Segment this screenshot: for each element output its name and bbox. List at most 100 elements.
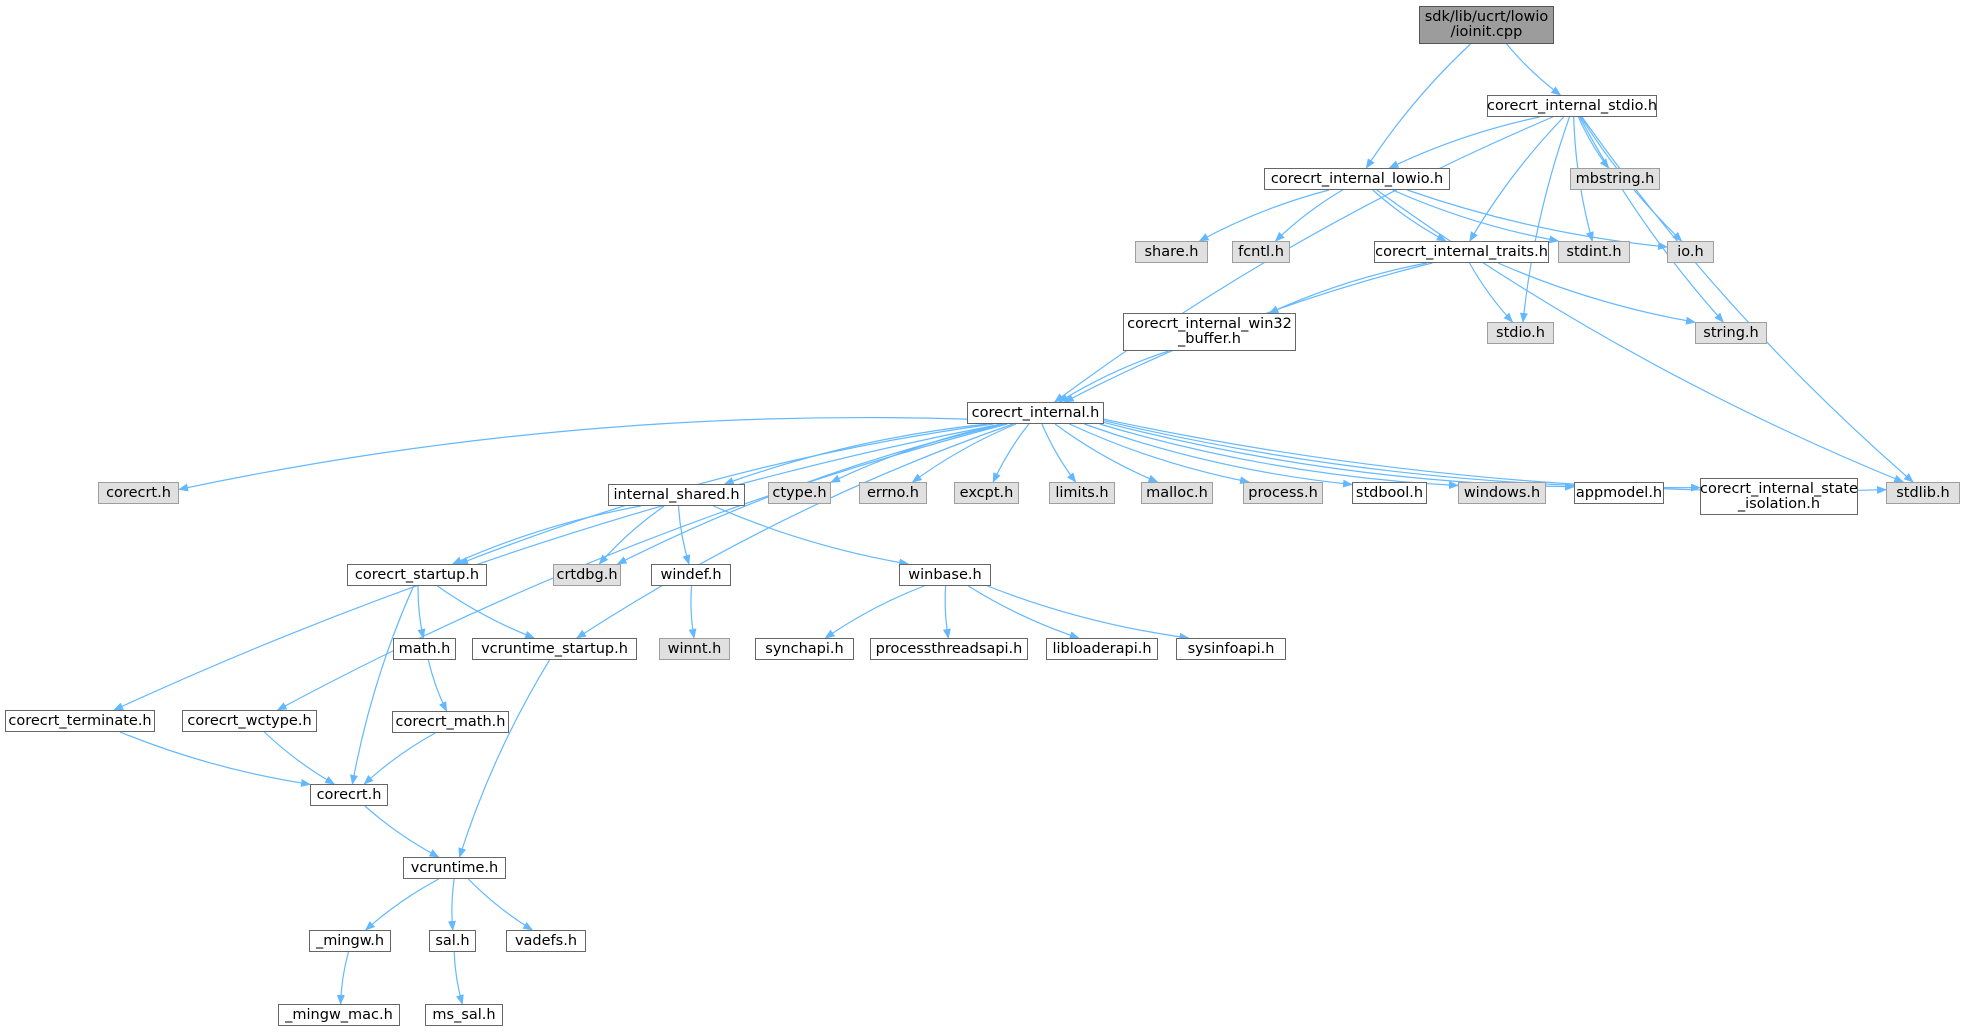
edge-lowio-to-fcntl [1274,189,1343,242]
edge-shared-to-crtdbg [598,505,665,565]
node-internal[interactable]: corecrt_internal.h [967,402,1104,424]
edge-internal-to-errno [911,423,1017,483]
edge-lowio-to-traits [1372,189,1447,242]
node-ms_sal[interactable]: ms_sal.h [425,1004,503,1026]
edge-lowio-to-stdlib [1376,189,1905,483]
node-stdlib[interactable]: stdlib.h [1886,482,1960,504]
node-share[interactable]: share.h [1135,241,1208,263]
node-win32buf[interactable]: corecrt_internal_win32 _buffer.h [1123,313,1296,351]
node-crtdbg[interactable]: crtdbg.h [553,564,621,586]
node-mbstring[interactable]: mbstring.h [1570,168,1660,190]
node-fcntl[interactable]: fcntl.h [1232,241,1290,263]
node-synchapi[interactable]: synchapi.h [755,638,854,660]
edge-stdio_int-to-stdio [1519,116,1571,323]
edge-vcr_startup-to-vcruntime [458,659,551,858]
node-stdbool[interactable]: stdbool.h [1352,482,1427,504]
edge-wctype-to-corecrt [263,731,336,785]
edge-startup-to-corecrt [350,585,415,785]
node-wctype[interactable]: corecrt_wctype.h [182,710,317,732]
edge-stdio_int-to-lowio [1388,116,1540,169]
edge-startup-to-math [417,585,426,639]
edge-ioinit-to-stdio_int [1506,43,1562,96]
node-terminate[interactable]: corecrt_terminate.h [5,710,155,732]
node-ioinit: sdk/lib/ucrt/lowio /ioinit.cpp [1419,6,1554,44]
edge-stdio_int-to-internal [1053,116,1554,403]
edge-traits-to-string [1497,262,1696,325]
edge-shared-to-winbase [713,505,910,567]
node-malloc[interactable]: malloc.h [1141,482,1213,504]
node-cmath[interactable]: corecrt_math.h [392,711,509,733]
node-sysinfo[interactable]: sysinfoapi.h [1176,638,1286,660]
edge-lowio-to-share [1198,189,1330,242]
node-vcr_startup[interactable]: vcruntime_startup.h [472,638,637,660]
edge-cmath-to-corecrt [363,732,436,785]
edge-startup-to-vcr_startup [437,585,536,639]
edge-winbase-to-synchapi [824,585,925,639]
edge-traits-to-stdio [1468,262,1514,323]
node-winbase[interactable]: winbase.h [899,564,991,586]
node-corecrt_ext[interactable]: corecrt.h [98,482,179,504]
node-libloader[interactable]: libloaderapi.h [1046,638,1158,660]
edge-vcruntime-to-mingw [364,878,440,931]
node-math[interactable]: math.h [393,638,456,660]
edge-internal-to-limits [1041,423,1077,483]
edge-terminate-to-corecrt [119,731,311,787]
edge-traits-to-win32buf [1268,262,1427,314]
node-stdint[interactable]: stdint.h [1558,241,1630,263]
edge-lowio-to-io [1407,189,1668,251]
node-ctype[interactable]: ctype.h [768,482,831,504]
edge-shared-to-startup [451,505,641,565]
node-sal[interactable]: sal.h [429,930,476,952]
edge-internal-to-ctype [830,423,1004,483]
edge-internal-to-excpt [992,423,1030,483]
edge-vcruntime-to-vadefs [467,878,534,931]
node-vadefs[interactable]: vadefs.h [506,930,586,952]
node-errno[interactable]: errno.h [859,482,927,504]
edge-internal-to-process [1069,423,1250,485]
edge-winbase-to-libloader [967,585,1080,639]
edge-stdio_int-to-mbstring [1577,116,1610,169]
edge-internal-to-shared [723,423,988,485]
node-winnt[interactable]: winnt.h [659,638,730,660]
edge-internal-to-startup [458,423,994,565]
edge-winbase-to-procthread [942,585,951,639]
edge-windef-to-winnt [688,585,697,639]
node-isolation[interactable]: corecrt_internal_state _isolation.h [1700,478,1858,515]
node-mingw_mac[interactable]: _mingw_mac.h [278,1004,400,1026]
edge-internal-to-wctype [276,423,1008,711]
node-io[interactable]: io.h [1667,241,1714,263]
edge-math-to-cmath [427,659,448,712]
edge-lowio-to-stdint [1392,189,1560,244]
node-corecrt[interactable]: corecrt.h [310,784,388,806]
node-stdio_int[interactable]: corecrt_internal_stdio.h [1487,95,1657,117]
node-excpt[interactable]: excpt.h [954,482,1019,504]
node-stdio[interactable]: stdio.h [1487,322,1554,344]
node-traits[interactable]: corecrt_internal_traits.h [1374,241,1549,263]
edge-internal-to-terminate [113,423,1002,711]
edge-win32buf-to-internal [1058,350,1169,403]
edge-mingw-to-mingw_mac [336,951,349,1005]
node-windef[interactable]: windef.h [651,564,731,586]
node-procthread[interactable]: processthreadsapi.h [870,638,1028,660]
edge-internal-to-malloc [1054,423,1159,483]
node-string[interactable]: string.h [1695,322,1767,344]
node-vcruntime[interactable]: vcruntime.h [403,857,506,879]
edge-internal-to-corecrt_ext [178,416,968,492]
node-startup[interactable]: corecrt_startup.h [347,564,487,586]
node-mingw[interactable]: _mingw.h [309,930,391,952]
edge-stdio_int-to-traits [1469,116,1565,242]
edge-sal-to-ms_sal [453,951,464,1005]
node-process[interactable]: process.h [1243,482,1323,504]
node-limits[interactable]: limits.h [1049,482,1115,504]
node-appmodel[interactable]: appmodel.h [1574,482,1664,504]
node-windows[interactable]: windows.h [1458,482,1546,504]
dependency-edges [113,43,1914,1005]
edge-internal-to-vcr_startup [576,423,1014,639]
node-shared[interactable]: internal_shared.h [608,484,745,506]
edge-shared-to-windef [677,505,691,565]
node-lowio[interactable]: corecrt_internal_lowio.h [1264,168,1450,190]
edge-winbase-to-sysinfo [987,585,1190,641]
edge-vcruntime-to-sal [447,878,456,931]
